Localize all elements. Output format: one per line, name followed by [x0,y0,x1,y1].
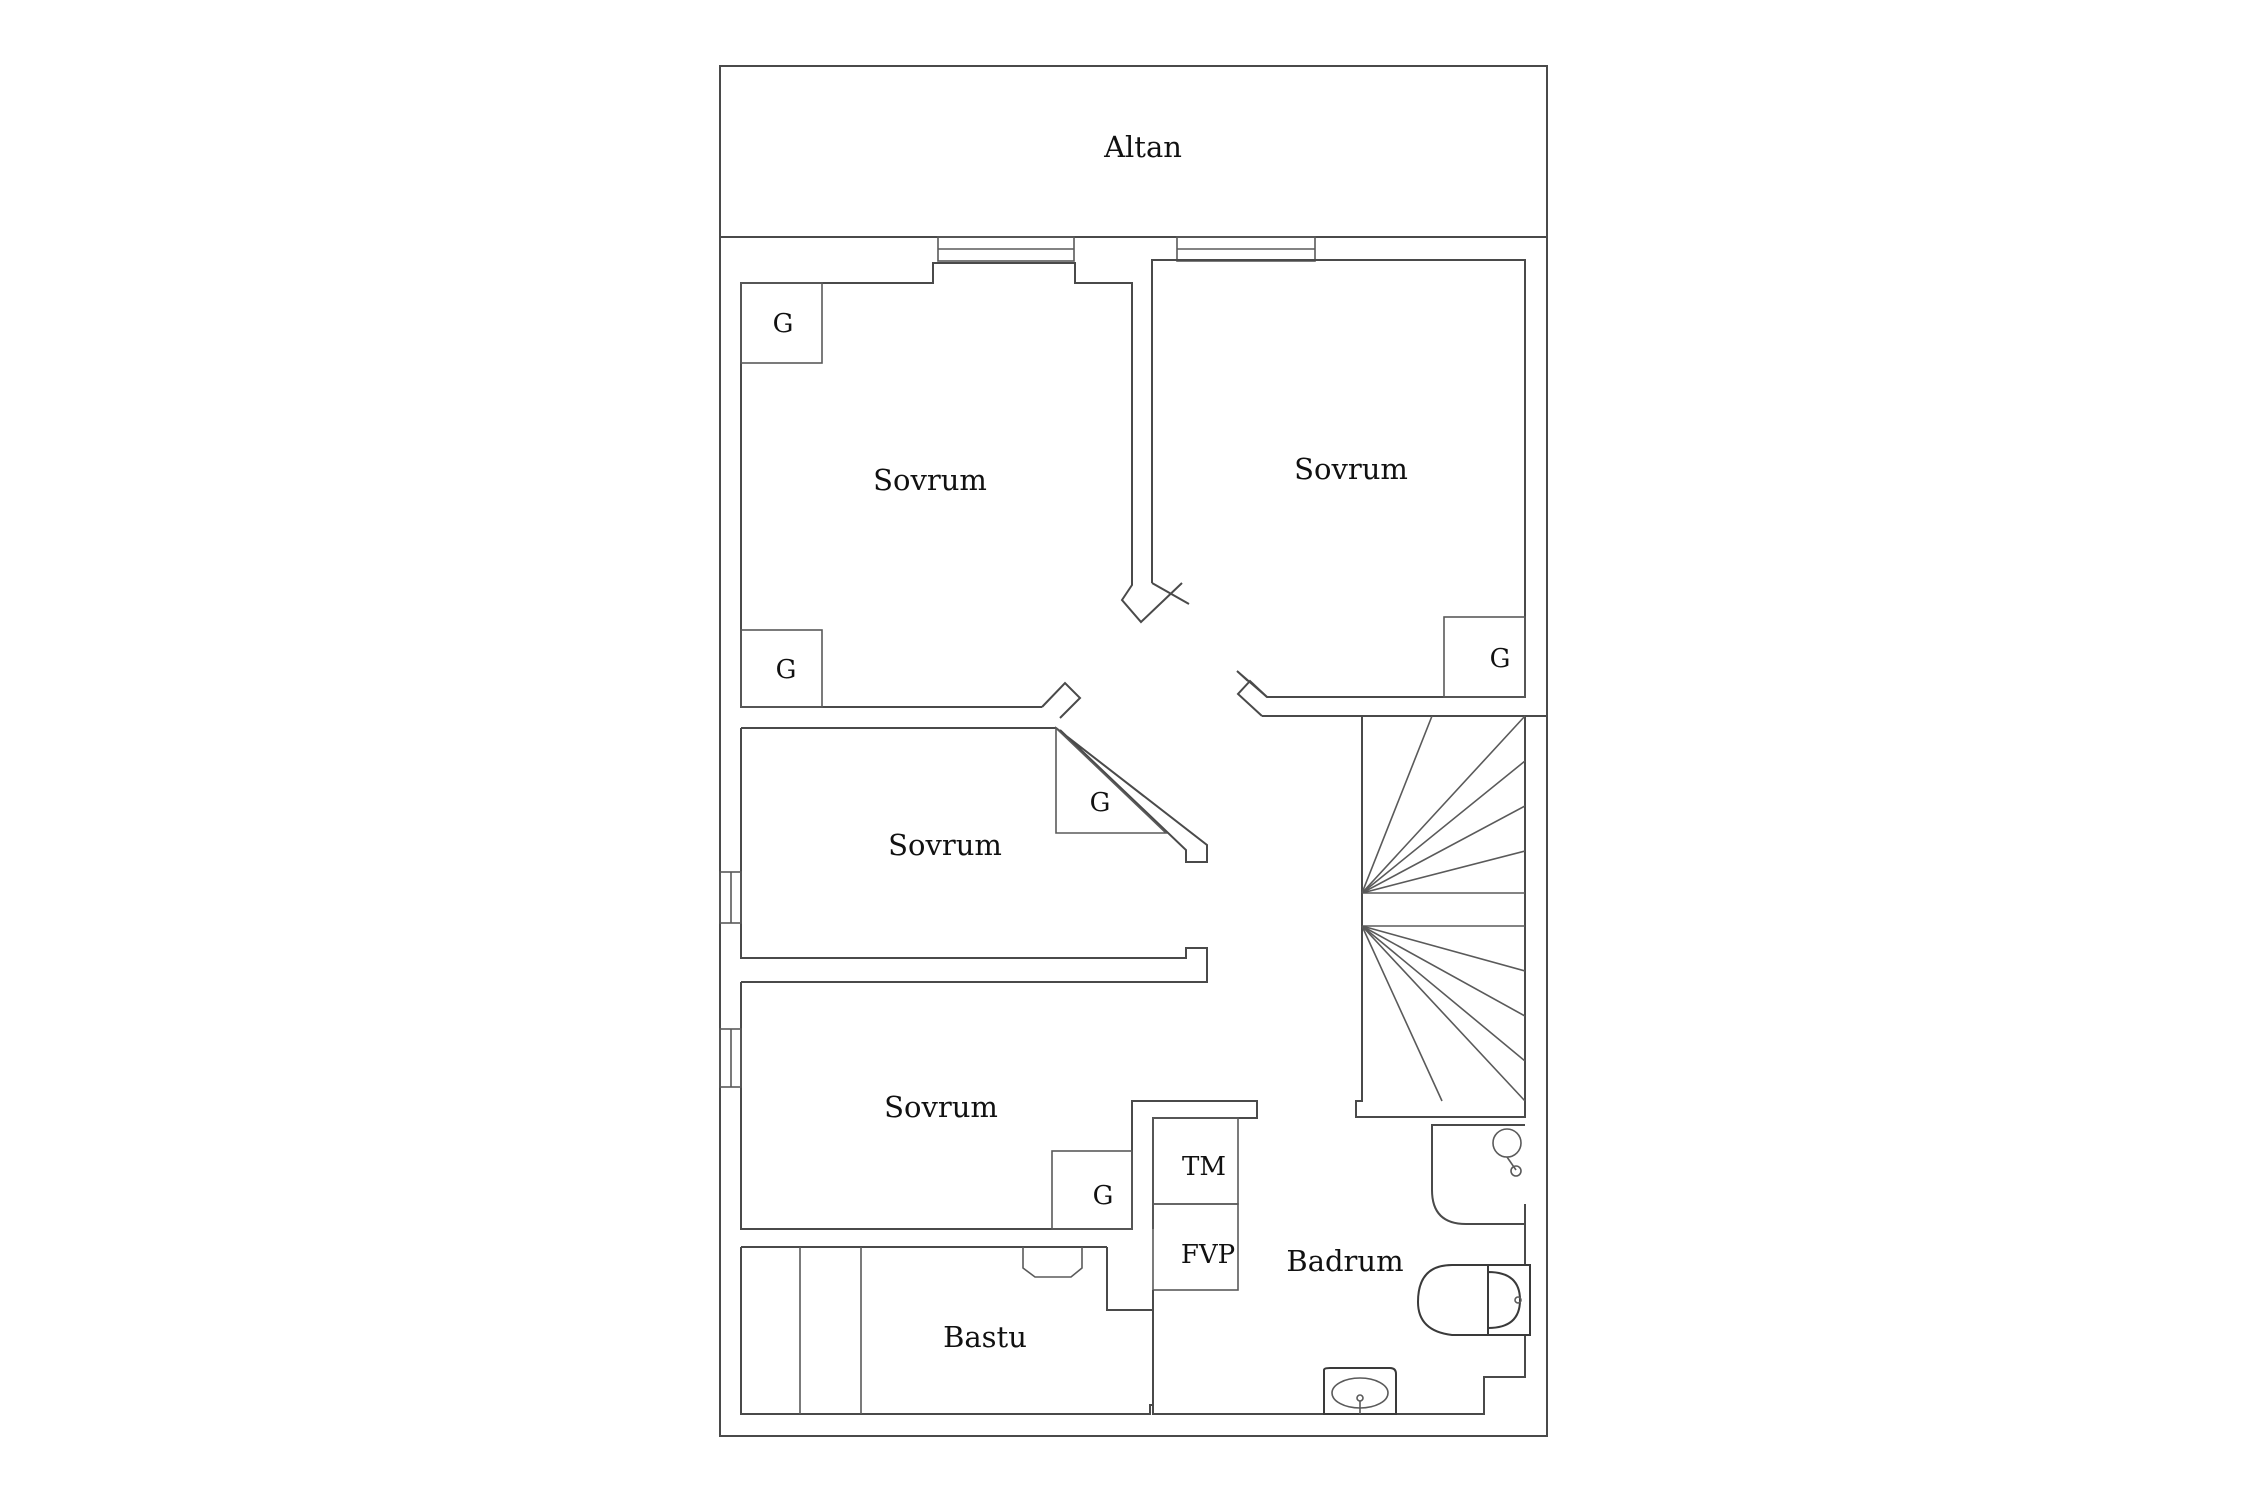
room-label-sovrum-3: Sovrum [888,828,1002,862]
closet-g-3 [1443,616,1526,698]
room-label-sovrum-2: Sovrum [1294,452,1408,486]
window-left-1 [719,871,742,924]
toilet-icon [1416,1264,1531,1336]
label-fvp: FVP [1181,1240,1235,1270]
shower-cabin [1431,1124,1525,1225]
closet-g-2 [740,629,823,708]
bastu-walls [740,1204,1526,1415]
room-label-altan: Altan [1103,130,1182,164]
closet-g-4 [1055,726,1168,834]
closet-g-1 [740,282,823,364]
window-left-2 [719,1028,742,1088]
utility-wall [1106,1247,1154,1311]
fvp-cabinet [1152,1203,1239,1291]
room-label-sovrum-4: Sovrum [884,1090,998,1124]
window-top-right [1176,236,1316,262]
closet-label-g-5: G [1093,1181,1114,1211]
closet-label-g-4: G [1090,788,1111,818]
closet-label-g-3: G [1490,644,1511,674]
label-tm: TM [1182,1152,1226,1182]
sovrum-2-door-jamb [1236,679,1547,717]
bastu-heater [1022,1247,1083,1278]
staircase [1355,715,1526,1118]
outer-boundary [719,65,1548,1437]
sovrum-1-door-jamb [1041,681,1082,719]
closet-label-g-2: G [776,655,797,685]
sovrum-4-walls [740,982,1258,1230]
window-top-left [937,236,1075,262]
room-label-sovrum-1: Sovrum [873,463,987,497]
closet-label-g-1: G [773,309,794,339]
shower-head-icon [1492,1128,1522,1177]
closet-g-5 [1051,1150,1133,1230]
room-label-bastu: Bastu [943,1320,1027,1354]
sink-icon [1323,1367,1397,1415]
room-label-badrum: Badrum [1286,1244,1403,1278]
